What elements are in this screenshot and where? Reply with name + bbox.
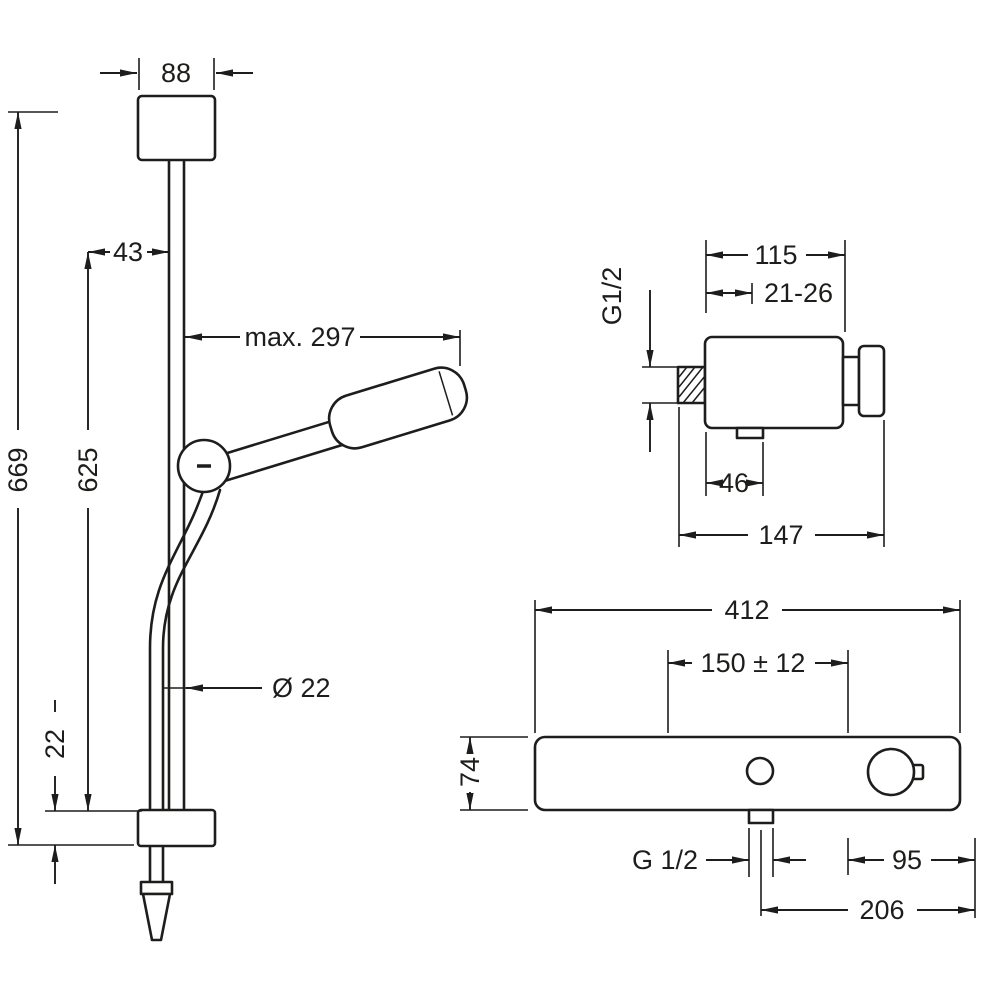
dim-knob-edge: 95 [847, 838, 976, 918]
dim-front-height: 74 [455, 736, 528, 811]
dim-label-46: 46 [719, 468, 749, 498]
shower-hose [139, 480, 222, 942]
dim-label-147: 147 [758, 520, 803, 550]
dim-front-depth: 46 [705, 432, 764, 498]
shower-set-view: 88 669 625 43 max. 297 [3, 58, 469, 942]
temperature-knob [866, 747, 916, 797]
valve-side-view: 115 21-26 G1/2 46 [597, 240, 886, 550]
dim-label-206: 206 [859, 895, 904, 925]
dim-label-150-12: 150 ± 12 [701, 648, 806, 678]
dim-label-43: 43 [113, 237, 143, 267]
dim-wall-distance: 21-26 [706, 278, 833, 308]
hose-nut [139, 880, 174, 896]
select-button [745, 756, 775, 786]
dim-outlet-edge: 206 [760, 830, 975, 925]
bottom-bracket [136, 808, 217, 848]
slider-mount [176, 438, 232, 494]
valve-front-view: 412 150 ± 12 74 G 1/2 [455, 595, 976, 925]
dim-outlet-thread: G 1/2 [632, 828, 806, 877]
dim-total-depth: 147 [678, 407, 885, 550]
dim-label-74: 74 [455, 757, 485, 787]
dim-label-669: 669 [3, 447, 33, 492]
dim-label-max297: max. 297 [244, 322, 355, 352]
dim-bar-diameter: Ø 22 [164, 673, 331, 703]
dim-bar-length: 625 [45, 252, 142, 812]
dim-label-21-26: 21-26 [764, 278, 833, 308]
hose-connector [141, 892, 172, 942]
top-bracket [136, 94, 217, 162]
dim-label-g12-front: G 1/2 [632, 845, 698, 875]
dim-label-diameter22: Ø 22 [272, 673, 331, 703]
dim-label-412: 412 [724, 595, 769, 625]
dim-label-22: 22 [40, 729, 70, 759]
dim-thread-g12: G1/2 [597, 267, 678, 452]
hand-shower [196, 366, 469, 487]
dim-overall-height: 669 [3, 111, 134, 846]
hand-shower-head [327, 366, 469, 450]
dim-valve-width: 115 [705, 240, 846, 332]
valve-body [703, 335, 845, 430]
valve-bottom-tab [735, 426, 765, 440]
outlet-nub [747, 808, 775, 825]
dim-label-88: 88 [161, 58, 191, 88]
dim-max-reach: max. 297 [185, 322, 461, 366]
dim-front-width: 412 [534, 595, 961, 733]
valve-handle-neck [841, 355, 861, 407]
dim-label-g12-side: G1/2 [597, 267, 627, 326]
dim-label-115: 115 [754, 240, 797, 270]
valve-handle-cap [857, 344, 886, 418]
dim-bar-offset: 43 [88, 237, 169, 267]
valve-thread [676, 365, 707, 405]
dim-bottom-offset: 22 [40, 700, 70, 884]
spray-face-line [438, 371, 454, 416]
dim-bracket-width: 88 [100, 58, 253, 90]
dim-label-625: 625 [73, 447, 103, 492]
dim-label-95: 95 [892, 845, 922, 875]
dim-hose-spacing: 150 ± 12 [667, 648, 849, 733]
